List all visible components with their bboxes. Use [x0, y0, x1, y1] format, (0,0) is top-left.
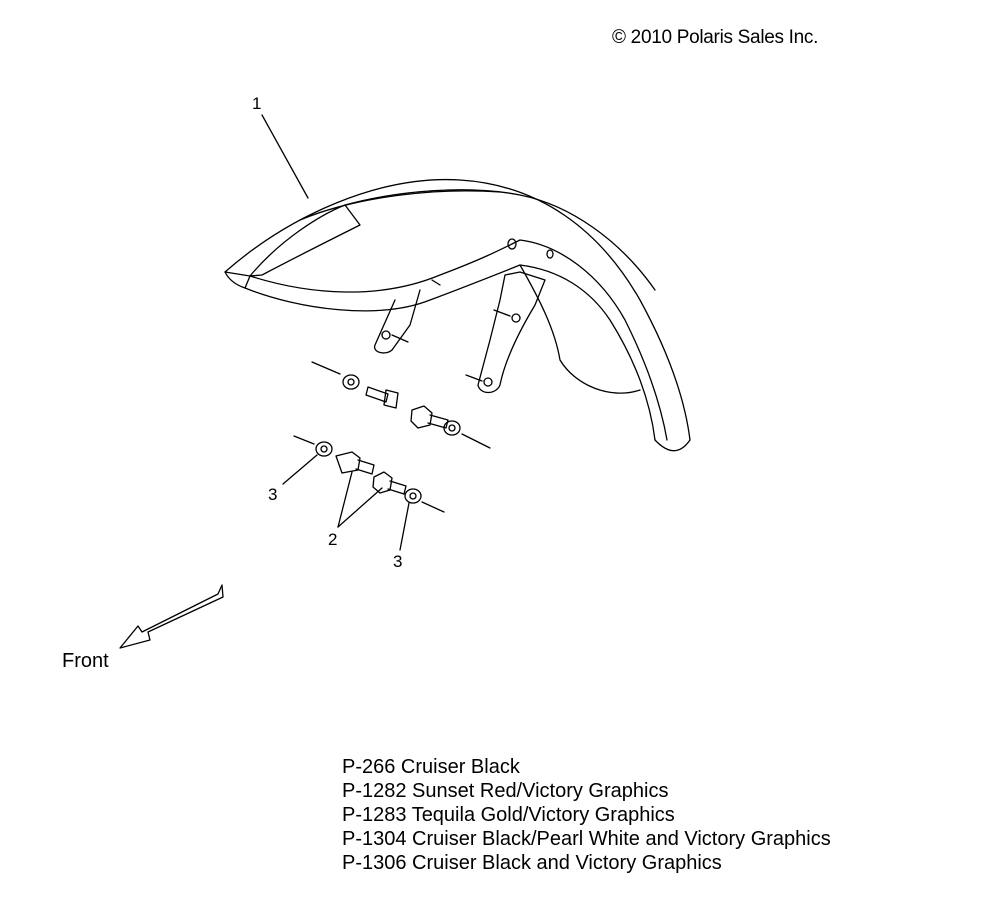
mount-hole-1	[507, 238, 517, 250]
part-number-list: P-266 Cruiser Black P-1282 Sunset Red/Vi…	[342, 755, 831, 875]
part-number-item: P-1306 Cruiser Black and Victory Graphic…	[342, 852, 722, 874]
leader-2-b	[337, 487, 383, 528]
copyright-notice: © 2010 Polaris Sales Inc.	[612, 27, 819, 48]
washer-upper-right	[443, 420, 461, 436]
washer-lower-right	[404, 488, 422, 504]
fender-front-tip	[224, 271, 251, 289]
fender-sidewall-line	[249, 239, 668, 441]
leader-2-a	[337, 471, 353, 528]
right-bracket-leader-upper	[493, 309, 511, 317]
leader-3-right	[399, 502, 410, 551]
right-bracket-leader-lower	[465, 374, 483, 382]
axis-line-upper-right	[461, 433, 491, 449]
left-bracket	[373, 289, 421, 354]
part-number-item: P-1283 Tequila Gold/Victory Graphics	[342, 804, 675, 826]
leader-1	[261, 114, 309, 199]
callout-3-washer-right: 3	[393, 552, 403, 571]
right-bracket-hole-lower	[483, 377, 493, 387]
axis-line-lower-right	[421, 501, 445, 513]
fender-inner-arc	[519, 264, 641, 394]
axis-line-upper-left	[311, 361, 341, 375]
hardware-lower	[293, 435, 445, 513]
left-bracket-leader	[391, 334, 409, 343]
fender-stripe	[249, 204, 361, 277]
left-bracket-hole	[381, 330, 391, 340]
washer-upper-left	[342, 374, 360, 390]
bolt-upper-2	[410, 405, 449, 429]
fender-crown-line	[299, 190, 501, 221]
fender-seam	[431, 279, 441, 286]
callout-2-bolt: 2	[328, 530, 338, 549]
front-direction-label: Front	[62, 650, 109, 672]
fender-outer-edge	[224, 178, 691, 441]
part-number-item: P-1282 Sunset Red/Victory Graphics	[342, 780, 669, 802]
fender-skirt-edge	[244, 264, 656, 441]
bolt-upper-1	[365, 386, 399, 409]
right-bracket-hole-upper	[511, 313, 521, 323]
mount-hole-2	[546, 249, 554, 259]
fender-rear-edge	[654, 439, 691, 452]
bolt-lower-2	[372, 471, 407, 495]
bolt-lower-1	[335, 451, 375, 475]
leader-3-left	[282, 454, 318, 485]
leader-lines	[261, 114, 410, 551]
callout-1-fender: 1	[252, 94, 262, 113]
front-direction-arrow	[119, 584, 224, 649]
callout-3-washer-left: 3	[268, 485, 278, 504]
washer-lower-left	[315, 441, 333, 457]
fender-stripe-line	[344, 189, 656, 291]
right-bracket	[477, 271, 546, 394]
hardware-upper	[311, 361, 491, 449]
part-number-item: P-266 Cruiser Black	[342, 756, 520, 778]
axis-line-lower-left	[293, 435, 315, 445]
front-fender	[224, 178, 691, 452]
part-number-item: P-1304 Cruiser Black/Pearl White and Vic…	[342, 828, 831, 850]
